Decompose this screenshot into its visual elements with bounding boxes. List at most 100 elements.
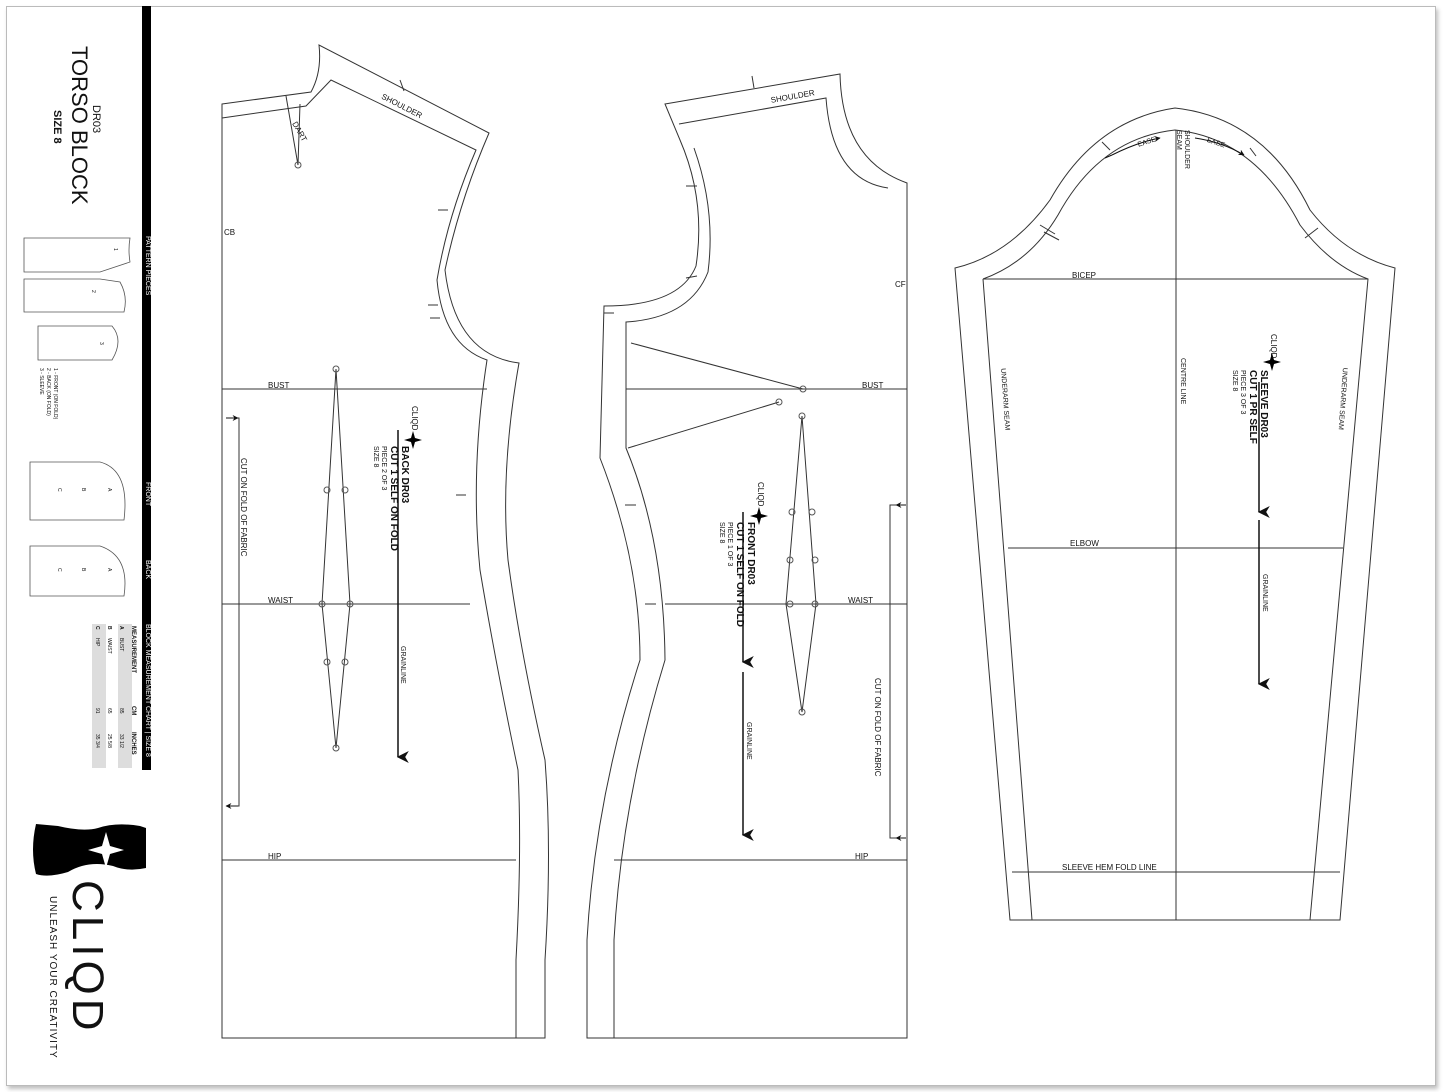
pattern-title: TORSO BLOCK: [67, 46, 92, 205]
sleeve-grainline-label: GRAINLINE: [1261, 574, 1268, 612]
dress-form-logo-icon: [33, 824, 146, 876]
row-inches: 35 3/4: [94, 734, 100, 748]
sleeve-notch: [1101, 141, 1111, 151]
thumb-number: 1: [112, 248, 118, 251]
front-notch: [751, 75, 755, 89]
front-fold-label: CUT ON FOLD OF FABRIC: [873, 678, 882, 777]
back-fold-bracket: [232, 417, 240, 807]
row-inches: 25 5/8: [106, 734, 112, 748]
front-notch: [685, 275, 698, 279]
piece-list-item: 2 - BACK (ON FOLD): [45, 368, 51, 416]
sleeve-piece-title: SLEEVE DR03: [1258, 370, 1269, 438]
back-grainline-label: GRAINLINE: [399, 646, 406, 684]
row-code: B: [106, 626, 112, 630]
pattern-pieces-label: PATTERN PIECES: [144, 236, 151, 296]
sleeve-ease-arrow-left: [1111, 136, 1161, 156]
front-grainline-label: GRAINLINE: [745, 722, 752, 760]
sleeve-notch: [1249, 147, 1257, 157]
back-fold-label: CUT ON FOLD OF FABRIC: [239, 458, 248, 557]
row-cm: 65: [106, 708, 112, 714]
thumb-letter: B: [80, 568, 86, 572]
piece-logo-sparkles: [404, 353, 1281, 525]
back-piece: [221, 44, 549, 1039]
row-cm: 85: [118, 708, 124, 714]
back-cut-instruction: CUT 1 SELF ON FOLD: [388, 446, 399, 551]
front-outline: [586, 73, 908, 1039]
back-waist-label: WAIST: [268, 596, 294, 605]
sleeve-shoulder-seam-label: SHOULDER SEAM: [1175, 130, 1190, 169]
piece-list-item: 1 - FRONT (ON FOLD): [52, 368, 58, 420]
front-hip-label: HIP: [855, 852, 869, 861]
measurement-table: MEASUREMENT CM INCHES A BUST 85 33 1/2 B…: [90, 624, 158, 768]
row-code: C: [94, 626, 100, 630]
measurement-header: MEASUREMENT: [130, 626, 136, 674]
row-code: A: [118, 626, 124, 630]
sleeve-hem-label: SLEEVE HEM FOLD LINE: [1062, 863, 1157, 872]
back-shoulder-dart: [285, 95, 301, 166]
front-fold-bracket: [889, 504, 897, 839]
sleeve-elbow-label: ELBOW: [1070, 539, 1099, 548]
front-piece: [586, 73, 908, 1039]
cm-header: CM: [130, 706, 136, 716]
back-label: BACK: [144, 560, 151, 580]
back-hip-label: HIP: [268, 852, 282, 861]
front-waist-dart: [785, 415, 817, 713]
back-outline: [221, 44, 549, 1039]
front-cf-label: CF: [895, 280, 906, 289]
piece-list-item: 3 - SLEEVE: [38, 368, 44, 395]
front-side-dart-upper: [630, 342, 804, 390]
front-side-dart-lower: [627, 401, 780, 449]
pattern-size: SIZE 8: [51, 110, 63, 144]
thumb-letter: A: [106, 568, 112, 572]
thumb-number: 2: [90, 290, 96, 293]
sleeve-cut-instruction: CUT 1 PR SELF: [1247, 370, 1258, 444]
front-bust-label: BUST: [862, 381, 884, 390]
inches-header: INCHES: [130, 732, 136, 755]
row-cm: 91: [94, 708, 100, 714]
brand-name: CLIQD: [63, 880, 112, 1035]
front-cut-instruction: CUT 1 SELF ON FOLD: [734, 522, 745, 627]
sleeve-piece-size: SIZE 8: [1231, 370, 1238, 392]
sleeve-outline: [954, 107, 1396, 921]
thumb-letter: A: [106, 488, 112, 492]
row-name: WAIST: [106, 638, 112, 654]
front-piece-title: FRONT DR03: [745, 522, 756, 585]
sleeve-notch: [1304, 227, 1319, 239]
back-bust-label: BUST: [268, 381, 290, 390]
row-name: BUST: [118, 638, 124, 652]
thumb-letter: C: [56, 568, 62, 572]
sleeve-bicep-label: BICEP: [1072, 271, 1097, 280]
thumb-letter: C: [56, 488, 62, 492]
brand-tagline: UNLEASH YOUR CREATIVITY: [47, 896, 58, 1059]
back-piece-size: SIZE 8: [372, 446, 379, 468]
front-label: FRONT: [144, 482, 151, 507]
front-logo-text: CLIQD: [756, 482, 765, 507]
row-name: HIP: [94, 638, 100, 647]
sleeve-ease-arrow-right: [1194, 137, 1245, 156]
front-piece-size: SIZE 8: [718, 522, 725, 544]
sleeve-notch: [1043, 231, 1060, 241]
front-seam-allowance: [613, 97, 889, 1038]
back-logo-text: CLIQD: [410, 406, 419, 431]
sleeve-logo-text: CLIQD: [1269, 334, 1278, 359]
back-notch: [399, 79, 405, 92]
sleeve-centre-label: CENTRE LINE: [1179, 358, 1186, 405]
back-piece-number: PIECE 2 OF 3: [380, 446, 387, 491]
row-inches: 33 1/2: [118, 734, 124, 748]
sleeve-piece-number: PIECE 3 OF 3: [1239, 370, 1246, 415]
front-piece-number: PIECE 1 OF 3: [726, 522, 733, 567]
sleeve-piece: [954, 107, 1396, 921]
pattern-thumbnails: [23, 237, 131, 597]
back-waist-dart: [321, 368, 351, 749]
back-seam-allowance: [221, 79, 521, 1038]
thumb-number: 3: [98, 342, 104, 345]
pattern-sheet: [6, 6, 1436, 1086]
thumb-letter: B: [80, 488, 86, 492]
back-piece-title: BACK DR03: [399, 446, 410, 504]
sleeve-seam-allowance: [982, 129, 1369, 921]
sleeve-notch: [1039, 224, 1056, 235]
back-cb-label: CB: [224, 228, 236, 237]
front-waist-label: WAIST: [848, 596, 874, 605]
dart-markers: [294, 161, 819, 752]
